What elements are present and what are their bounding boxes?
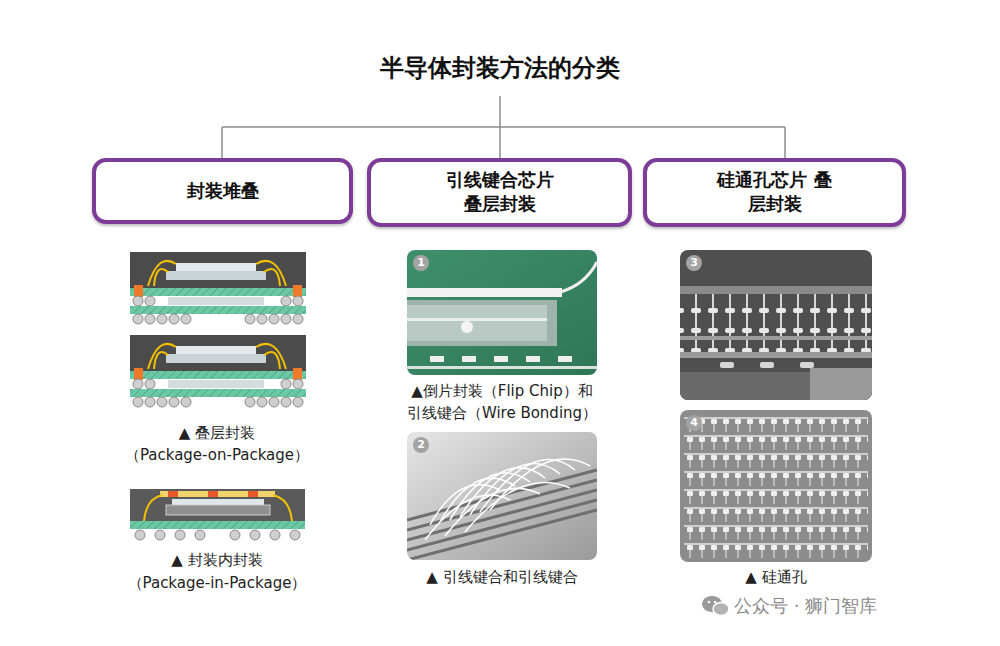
figure-caption: ▲ 叠层封装	[67, 424, 367, 444]
photo-tsv	[680, 250, 872, 400]
figure-caption: ▲倒片封装（Flip Chip）和	[352, 382, 652, 402]
callout-number: 3	[686, 255, 702, 271]
figure-caption: ▲ 引线键合和引线键合	[352, 568, 652, 588]
photo-flipchip	[407, 250, 597, 375]
callout-number: 2	[413, 437, 429, 453]
figure-caption: （Package-in-Package）	[67, 574, 367, 594]
box-label: 封装堆叠	[187, 179, 259, 203]
box-label: 引线键合芯片 叠层封装	[437, 168, 563, 217]
category-box: 硅通孔芯片 叠层封装	[643, 158, 906, 227]
watermark: 公众号 · 狮门智库	[734, 594, 877, 618]
pop-figure	[130, 252, 306, 324]
photo-tsv-stack	[680, 410, 872, 562]
diagram-title: 半导体封装方法的分类	[0, 52, 1000, 84]
pop-figure	[130, 335, 306, 407]
category-box: 引线键合芯片 叠层封装	[367, 158, 632, 227]
callout-number: 1	[413, 255, 429, 271]
figure-caption: 引线键合（Wire Bonding）	[352, 404, 652, 424]
figure-caption: ▲ 封装内封装	[67, 551, 367, 571]
callout-number: 4	[686, 415, 702, 431]
tree-bracket	[222, 96, 785, 158]
box-label: 硅通孔芯片 叠层封装	[712, 168, 838, 217]
wechat-icon	[702, 596, 729, 616]
figure-caption: （Package-on-Package）	[67, 446, 367, 466]
photo-wirebond	[407, 432, 597, 560]
pip-figure	[130, 489, 305, 540]
figure-caption: ▲ 硅通孔	[626, 568, 926, 588]
category-box: 封装堆叠	[92, 158, 353, 224]
